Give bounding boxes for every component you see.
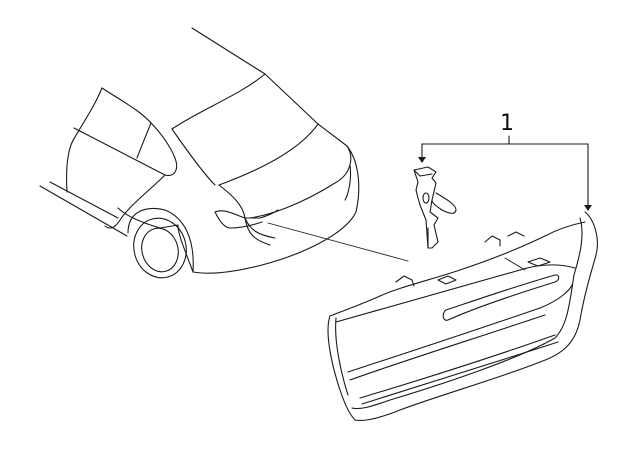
callout-leaders <box>418 135 592 211</box>
arrow-head-icon <box>584 205 592 211</box>
callout-number: 1 <box>500 111 514 136</box>
vehicle-rear-view <box>39 27 409 279</box>
arrow-head-icon <box>418 157 426 163</box>
lamp-bracket <box>413 166 457 249</box>
tail-lamp-assembly <box>327 211 598 422</box>
